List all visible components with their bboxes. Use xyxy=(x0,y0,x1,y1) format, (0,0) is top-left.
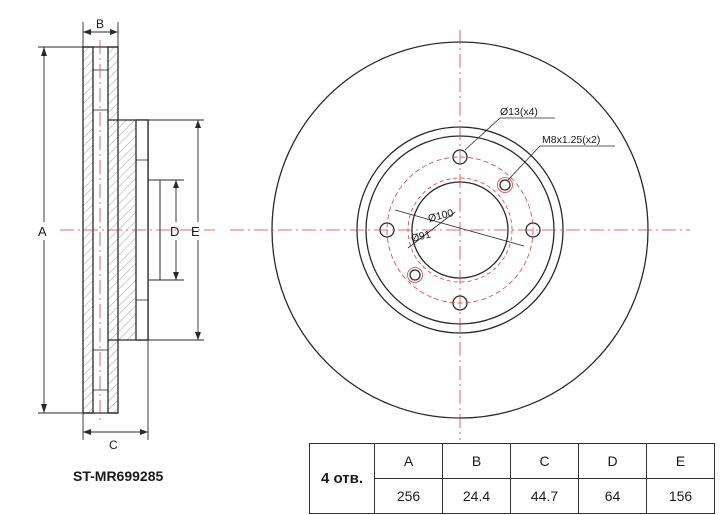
side-centerlines xyxy=(60,40,215,420)
dim-label-a: A xyxy=(38,224,47,239)
dim-label-d: D xyxy=(170,224,179,239)
spec-header-a: A xyxy=(374,443,443,479)
spec-value-d: 64 xyxy=(578,478,647,514)
front-centerlines xyxy=(230,30,690,440)
callout-pcd: Ø100 xyxy=(427,207,455,225)
threaded-hole-marks xyxy=(407,177,513,283)
threaded-hole-upper xyxy=(499,179,511,191)
spec-header-e: E xyxy=(646,443,715,479)
spec-header-d: D xyxy=(578,443,647,479)
dim-label-b: B xyxy=(96,17,104,31)
dimension-lines xyxy=(38,22,204,440)
callout-leaders xyxy=(394,117,615,249)
callout-bolt-holes: Ø13(x4) xyxy=(500,106,538,118)
callout-center-bore: Ø91 xyxy=(410,228,432,244)
spec-value-c: 44.7 xyxy=(510,478,579,514)
spec-header-c: C xyxy=(510,443,579,479)
bore-dashed xyxy=(407,177,513,283)
spec-value-e: 156 xyxy=(646,478,715,514)
threaded-hole-lower xyxy=(409,269,421,281)
dim-label-c: C xyxy=(109,438,118,452)
spec-value-a: 256 xyxy=(374,478,443,514)
spec-header-b: B xyxy=(442,443,511,479)
callout-threaded-holes: M8x1.25(x2) xyxy=(542,134,600,146)
part-number: ST-MR699285 xyxy=(73,468,164,484)
spec-table: 4 отв. A B C D E 256 24.4 44.7 64 156 xyxy=(309,443,715,514)
spec-value-b: 24.4 xyxy=(442,478,511,514)
dimension-arrows xyxy=(41,29,201,435)
pcd-circle xyxy=(386,156,534,304)
dim-label-e: E xyxy=(191,224,200,239)
hole-count: 4 отв. xyxy=(309,443,375,514)
